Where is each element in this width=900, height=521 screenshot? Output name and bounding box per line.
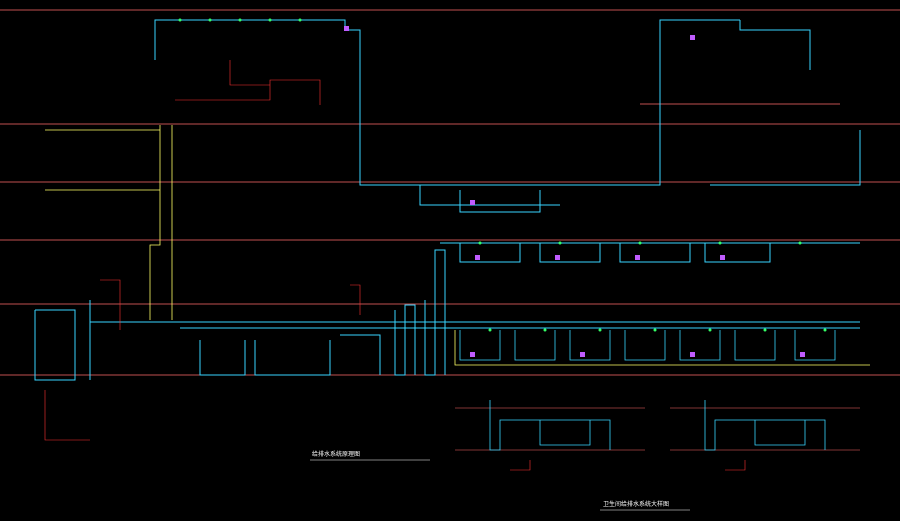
valve-floor1-b <box>580 352 585 357</box>
vertical-bank-2 <box>424 249 446 376</box>
roof-tank-outline <box>175 79 321 105</box>
valve-roof <box>344 26 349 31</box>
right-roof-riser <box>739 20 811 70</box>
basement-loop-2 <box>254 340 331 376</box>
fixture-marker <box>653 328 657 332</box>
floor2-leader <box>350 284 361 315</box>
mid-horizontal <box>360 184 560 206</box>
fixture-marker <box>178 18 182 22</box>
fixture-marker <box>718 241 722 245</box>
upper-right-branch <box>459 190 541 213</box>
fixture-marker <box>208 18 212 22</box>
fixture-marker <box>823 328 827 332</box>
fixture-marker <box>488 328 492 332</box>
fixture-marker <box>543 328 547 332</box>
valve-upper <box>470 200 475 205</box>
fixture-unit-1 <box>459 330 501 361</box>
valve-floor3-d <box>720 255 725 260</box>
valves <box>344 26 805 357</box>
detail-leader <box>725 460 746 471</box>
left-yellow-riser <box>149 125 161 320</box>
floor1-fixtures <box>454 330 870 366</box>
detail-diagram-right <box>670 400 860 471</box>
pump-leader-2 <box>100 279 121 330</box>
detail-leader <box>510 460 531 471</box>
roof-leader-lines <box>229 60 270 86</box>
valve-floor1-d <box>800 352 805 357</box>
fixture-marker <box>763 328 767 332</box>
red-annotation-blocks <box>44 60 361 441</box>
valve-floor3-a <box>475 255 480 260</box>
ground-floor-fixture-units <box>459 330 836 361</box>
detail-diagram-title: 卫生间给排水系统大样图 <box>603 500 669 508</box>
floor3-loop-c <box>619 243 691 263</box>
riser-top-left <box>154 19 346 60</box>
fixture-marker <box>558 241 562 245</box>
fixture-unit-3 <box>569 330 611 361</box>
fixture-unit-4 <box>624 330 666 361</box>
valve-floor1-a <box>470 352 475 357</box>
pump-room-frame <box>34 309 76 381</box>
fixture-unit-7 <box>794 330 836 361</box>
detail-pipe-2 <box>754 420 806 446</box>
fixture-unit-2 <box>514 330 556 361</box>
detail-pipe <box>704 400 826 451</box>
secondary-branches <box>45 125 870 366</box>
detail-pipe-2 <box>539 420 591 446</box>
fixture-marker <box>708 328 712 332</box>
valve-right-roof <box>690 35 695 40</box>
fixture-unit-6 <box>734 330 776 361</box>
basement-loop-3 <box>340 334 381 375</box>
valve-floor3-b <box>555 255 560 260</box>
valve-floor1-c <box>690 352 695 357</box>
fixture-marker <box>598 328 602 332</box>
fixture-marker <box>268 18 272 22</box>
right-branch-3 <box>710 130 861 186</box>
fixture-marker <box>298 18 302 22</box>
fixtures-markers <box>178 18 827 332</box>
floor3-loop-b <box>539 243 601 263</box>
main-diagram-title: 给排水系统原理图 <box>312 450 360 458</box>
detail-diagram-left <box>455 400 645 471</box>
basement-loop-1 <box>199 340 246 376</box>
fixture-marker <box>478 241 482 245</box>
detail-pipe <box>489 400 611 451</box>
floor-level-lines <box>0 9 900 376</box>
floor3-loop-d <box>704 243 771 263</box>
fixture-marker <box>638 241 642 245</box>
vertical-bank <box>394 304 416 376</box>
pump-leader <box>44 390 90 441</box>
roof-main <box>345 19 740 186</box>
valve-floor3-c <box>635 255 640 260</box>
fixture-marker <box>238 18 242 22</box>
floor3-loop-a <box>459 243 521 263</box>
fixture-unit-5 <box>679 330 721 361</box>
fixture-marker <box>798 241 802 245</box>
main-supply-pipes <box>34 19 861 381</box>
